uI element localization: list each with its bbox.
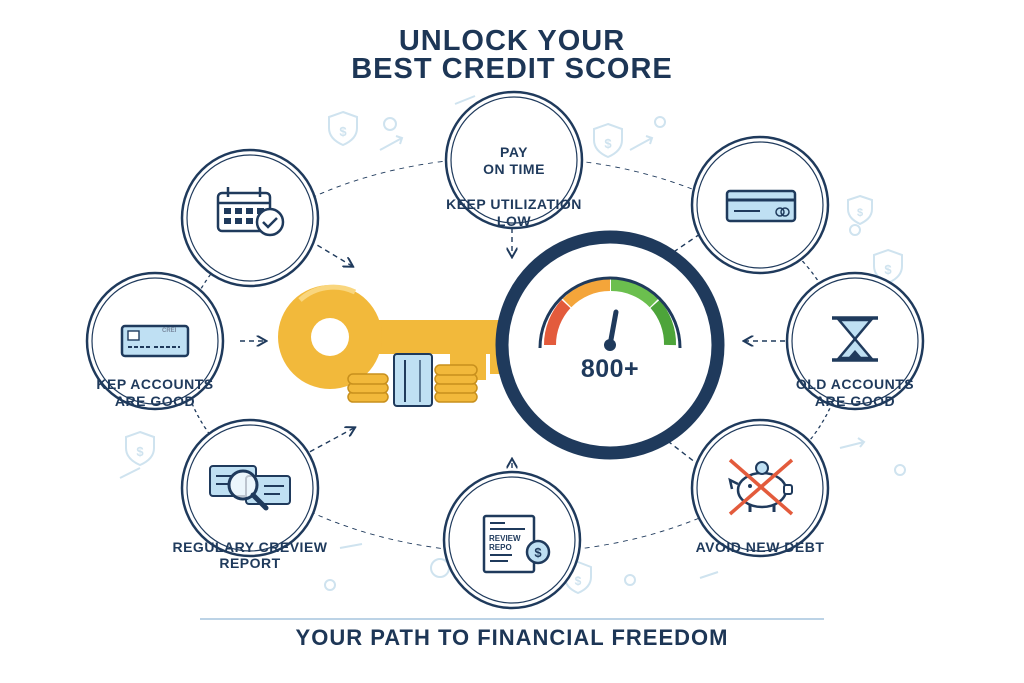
arrow-icon [699,571,719,579]
gauge-icon [495,230,725,460]
label-old-accounts: OLD ACCOUNTS [795,376,915,392]
review-document-icon: $ [482,514,551,574]
shield-dollar-icon: $ [328,110,358,147]
title-line-1: UNLOCK YOUR [398,25,626,57]
arrow-icon [454,95,476,105]
footer-tagline: YOUR PATH TO FINANCIAL FREEDOM [295,625,729,650]
label-are-good-left: ARE GOOD [114,393,196,409]
card-label: CREI [162,328,177,334]
label-report: REPORT [219,555,281,571]
arrow-icon [339,543,363,549]
shield-dollar-icon: $ [125,430,155,467]
svg-text:$: $ [604,136,612,151]
magnifier-report-icon [209,465,291,511]
label-keep-utilization: KEEP UTILIZATION [446,196,582,212]
svg-text:$: $ [857,207,863,219]
step-circle-inner-rings [91,96,919,604]
label-are-good-right: ARE GOOD [814,393,896,409]
doc-label-repo: REPO [489,543,512,552]
calendar-check-icon [216,187,285,237]
label-pay: PAY [500,144,528,160]
coin-icon [383,117,397,131]
label-avoid-new-debt: AVOID NEW DEBT [695,539,825,555]
arrow-icon [629,135,654,151]
svg-text:$: $ [575,574,582,588]
credit-card-icon [725,189,797,223]
score-value: 800+ [580,355,640,383]
coin-icon [324,579,336,591]
arrow-icon [379,135,404,151]
shield-dollar-icon: $ [847,194,873,226]
svg-text:$: $ [534,545,542,560]
label-kep-accounts: KEP ACCOUNTS [96,376,214,392]
hourglass-icon [832,316,878,362]
svg-text:$: $ [884,262,892,277]
no-piggy-bank-icon [728,458,794,516]
coin-icon [849,224,861,236]
label-low: LOW [496,213,532,229]
doc-label-review: REVIEW [489,534,521,543]
arrow-icon [119,467,141,479]
svg-text:$: $ [339,124,347,139]
circle-pay-on-time [444,90,584,230]
svg-text:$: $ [136,444,144,459]
coin-icon [624,574,636,586]
shield-dollar-icon: $ [593,122,623,159]
arrow-icon [839,437,866,449]
card-stack-icon [393,353,433,407]
title-line-2: BEST CREDIT SCORE [351,53,673,85]
coins-icon [347,364,478,403]
label-on-time: ON TIME [483,161,545,177]
card-accounts-icon [120,324,190,358]
coin-icon [654,116,666,128]
label-regulary-creview: REGULARY CREVIEW [172,539,328,555]
coin-icon [894,464,906,476]
